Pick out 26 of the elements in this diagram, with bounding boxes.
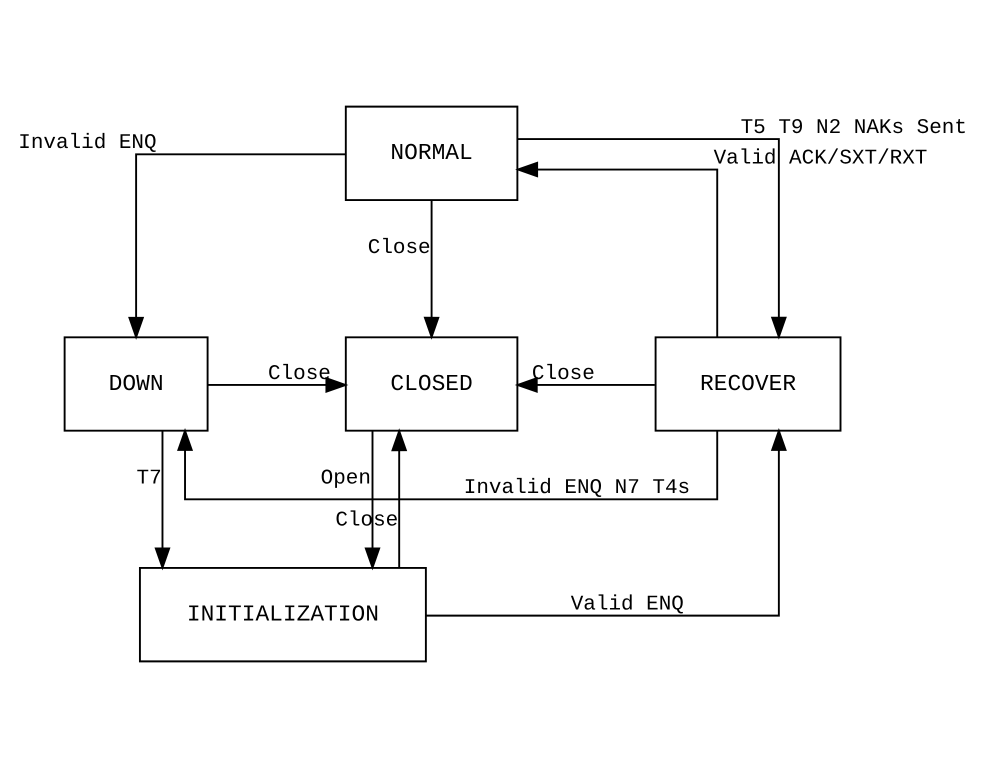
arrow bbox=[391, 428, 408, 567]
edge-label: T7 bbox=[136, 467, 162, 490]
edge-label: Valid ACK/SXT/RXT bbox=[714, 146, 928, 170]
node-box: DOWN bbox=[64, 336, 209, 432]
arrow bbox=[517, 138, 787, 340]
edge-label: Close bbox=[532, 362, 595, 386]
node-box: INITIALIZATION bbox=[138, 566, 427, 662]
edge-label: Invalid ENQ N7 T4s bbox=[464, 476, 690, 500]
arrow bbox=[514, 376, 655, 392]
arrow bbox=[515, 161, 718, 336]
edge-label: T5 T9 N2 NAKs Sent bbox=[740, 116, 967, 140]
node-box: CLOSED bbox=[344, 336, 518, 432]
node-box: NORMAL bbox=[344, 105, 518, 200]
arrow bbox=[426, 428, 787, 616]
edge-label: Open bbox=[320, 467, 371, 490]
edge-label: Close bbox=[268, 362, 331, 386]
arrow bbox=[177, 428, 718, 500]
edge-label: Invalid ENQ bbox=[18, 132, 157, 155]
edge-label: Valid ENQ bbox=[570, 593, 684, 616]
arrow bbox=[208, 376, 348, 392]
edge-label: Close bbox=[368, 236, 431, 260]
arrow bbox=[128, 152, 346, 340]
node-box: RECOVER bbox=[654, 336, 842, 432]
arrow bbox=[424, 200, 440, 340]
arrow bbox=[154, 430, 170, 570]
arrow bbox=[364, 430, 381, 570]
